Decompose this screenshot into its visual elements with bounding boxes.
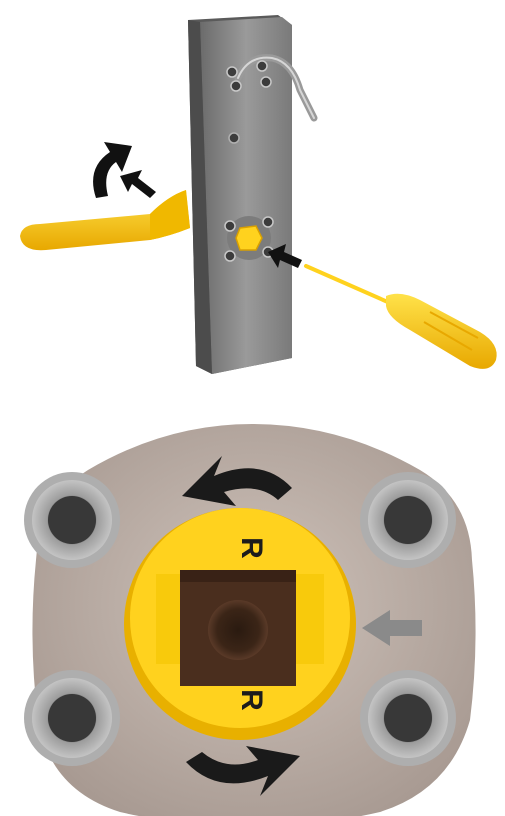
bolt-bottom-left bbox=[24, 670, 120, 766]
bolt-bottom-right bbox=[360, 670, 456, 766]
adapter-detail-view: R R bbox=[24, 424, 476, 816]
arrow-pointer-icon bbox=[120, 170, 156, 198]
adapter-letter-bottom: R bbox=[235, 689, 268, 711]
door-handle-assembly bbox=[20, 15, 497, 374]
screwdriver bbox=[306, 266, 497, 369]
adapter-letter-top: R bbox=[235, 537, 268, 559]
yellow-adapter: R R bbox=[124, 508, 356, 740]
curved-arrow-icon bbox=[93, 142, 132, 198]
bolt-top-left bbox=[24, 472, 120, 568]
center-spindle bbox=[208, 600, 268, 660]
adapter-mount bbox=[225, 216, 273, 261]
bolt-top-right bbox=[360, 472, 456, 568]
lever-handle bbox=[20, 190, 190, 250]
